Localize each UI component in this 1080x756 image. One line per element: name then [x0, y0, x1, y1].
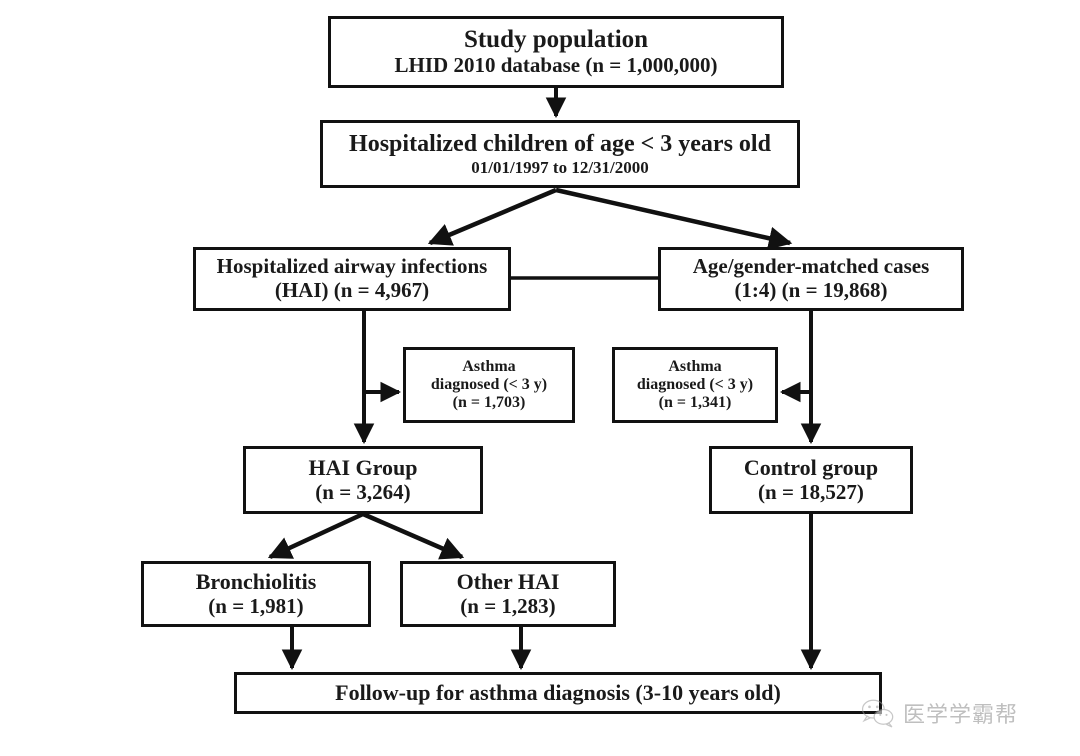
node-study-population-line1: Study population [463, 26, 649, 54]
node-hospitalized-children-line2: 01/01/1997 to 12/31/2000 [471, 157, 649, 177]
node-asthma-diagnosed-control-line2: diagnosed (< 3 y) [636, 376, 754, 394]
node-asthma-diagnosed-hai: Asthma diagnosed (< 3 y) (n = 1,703) [403, 347, 575, 423]
node-asthma-diagnosed-control: Asthma diagnosed (< 3 y) (n = 1,341) [612, 347, 778, 423]
node-control-group-line1: Control group [743, 454, 879, 480]
watermark-text: 医学学霸帮 [903, 703, 1019, 728]
edge-haigroup-to-bronchiolitis [267, 511, 364, 560]
node-control-group: Control group (n = 18,527) [709, 446, 913, 514]
edge-children-to-matched [555, 187, 793, 250]
node-hai: Hospitalized airway infections (HAI) (n … [193, 247, 511, 311]
node-matched-cases: Age/gender-matched cases (1:4) (n = 19,8… [658, 247, 964, 311]
node-followup-line1: Follow-up for asthma diagnosis (3-10 yea… [335, 679, 781, 705]
node-other-hai-line1: Other HAI [456, 568, 560, 594]
node-matched-cases-line1: Age/gender-matched cases [692, 254, 930, 279]
node-hospitalized-children: Hospitalized children of age < 3 years o… [320, 120, 800, 188]
node-control-group-line2: (n = 18,527) [758, 479, 864, 504]
node-bronchiolitis: Bronchiolitis (n = 1,981) [141, 561, 371, 627]
node-bronchiolitis-line2: (n = 1,981) [208, 593, 304, 618]
node-asthma-diagnosed-control-line3: (n = 1,341) [658, 393, 732, 411]
wechat-icon [861, 699, 894, 728]
edge-haigroup-to-other-hai [362, 511, 465, 560]
watermark: 医学学霸帮 [861, 697, 1018, 729]
node-followup: Follow-up for asthma diagnosis (3-10 yea… [234, 672, 882, 714]
node-asthma-diagnosed-hai-line2: diagnosed (< 3 y) [430, 376, 548, 394]
node-hai-group-line1: HAI Group [308, 454, 418, 480]
node-study-population-line2: LHID 2010 database (n = 1,000,000) [394, 53, 718, 78]
node-hai-group-line2: (n = 3,264) [315, 479, 411, 504]
node-study-population: Study population LHID 2010 database (n =… [328, 16, 784, 88]
node-hai-line1: Hospitalized airway infections [216, 254, 488, 279]
node-hai-line2: (HAI) (n = 4,967) [274, 278, 430, 302]
node-hospitalized-children-line1: Hospitalized children of age < 3 years o… [349, 131, 771, 158]
node-asthma-diagnosed-control-line1: Asthma [668, 358, 722, 376]
node-asthma-diagnosed-hai-line3: (n = 1,703) [452, 393, 526, 411]
node-bronchiolitis-line1: Bronchiolitis [195, 568, 317, 594]
node-hai-group: HAI Group (n = 3,264) [243, 446, 483, 514]
node-other-hai-line2: (n = 1,283) [460, 593, 556, 618]
node-asthma-diagnosed-hai-line1: Asthma [462, 358, 516, 376]
node-matched-cases-line2: (1:4) (n = 19,868) [734, 278, 888, 302]
node-other-hai: Other HAI (n = 1,283) [400, 561, 616, 627]
edge-children-to-hai [427, 187, 557, 246]
